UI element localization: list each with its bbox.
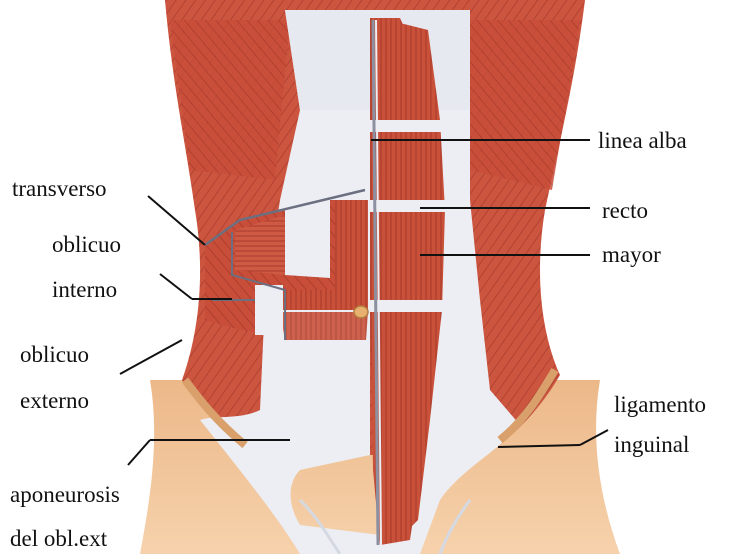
label-aponeurosis-2: del obl.ext [10, 526, 108, 551]
umbilicus [354, 306, 368, 318]
label-linea-alba: linea alba [598, 128, 687, 153]
leader-oblicuo-interno [160, 274, 192, 299]
leader-oblicuo-externo [120, 340, 182, 374]
label-oblicuo-interno-2: interno [52, 277, 117, 302]
label-mayor: mayor [602, 242, 661, 267]
label-ligamento-1: ligamento [614, 392, 706, 417]
leader-aponeurosis [128, 440, 150, 465]
label-oblicuo-externo-2: externo [20, 388, 89, 413]
label-recto: recto [602, 198, 648, 223]
label-transverso: transverso [12, 176, 107, 201]
label-oblicuo-interno-1: oblicuo [52, 232, 121, 257]
label-oblicuo-externo-1: oblicuo [20, 342, 89, 367]
label-ligamento-2: inguinal [614, 432, 689, 457]
label-aponeurosis-1: aponeurosis [10, 482, 120, 507]
